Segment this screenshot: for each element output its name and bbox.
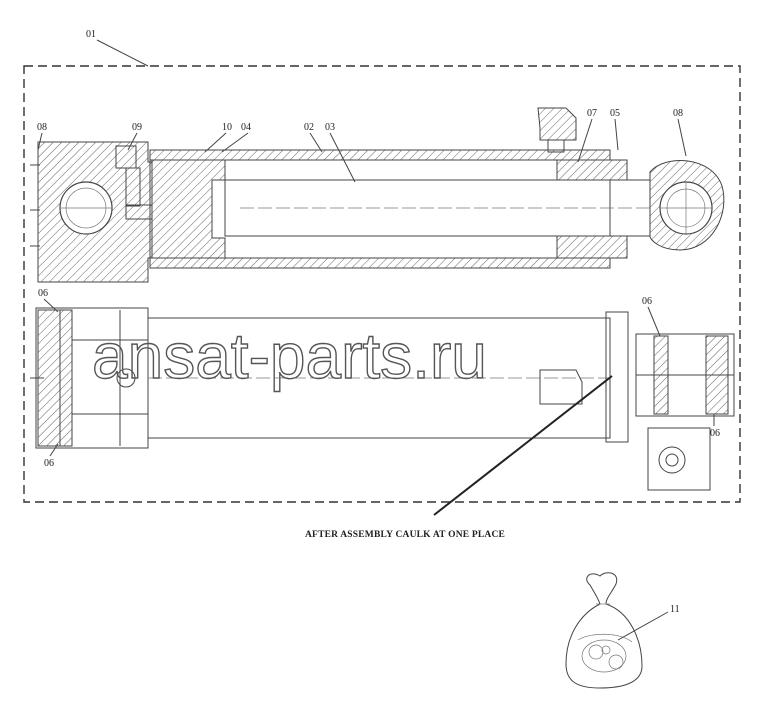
seal-kit-bag <box>565 572 643 689</box>
watermark: ansat-parts.ru <box>92 320 487 392</box>
external-view <box>30 307 735 491</box>
top-labels: 08 09 10 04 02 03 07 05 08 <box>37 108 687 183</box>
label-06-right-bottom: 06 <box>710 428 720 439</box>
label-06-top-left: 06 <box>38 288 48 299</box>
label-04: 04 <box>241 122 251 133</box>
caulk-leader <box>433 375 613 516</box>
label-06-right-top: 06 <box>642 296 652 307</box>
label-03: 03 <box>325 122 335 133</box>
label-02: 02 <box>304 122 314 133</box>
label-11: 11 <box>670 604 680 615</box>
caulk-note: AFTER ASSEMBLY CAULK AT ONE PLACE <box>305 530 505 540</box>
label-01: 01 <box>86 29 96 40</box>
assembly-boundary <box>23 65 741 503</box>
leader-11 <box>617 611 669 641</box>
label-10: 10 <box>222 122 232 133</box>
label-06-bottom-left: 06 <box>44 458 54 469</box>
label-07: 07 <box>587 108 597 119</box>
label-09: 09 <box>132 122 142 133</box>
bottom-labels: 06 06 06 06 <box>38 288 720 469</box>
label-05: 05 <box>610 108 620 119</box>
leader-01 <box>96 39 149 67</box>
section-view <box>30 107 725 283</box>
label-08-right: 08 <box>673 108 683 119</box>
label-08-left: 08 <box>37 122 47 133</box>
